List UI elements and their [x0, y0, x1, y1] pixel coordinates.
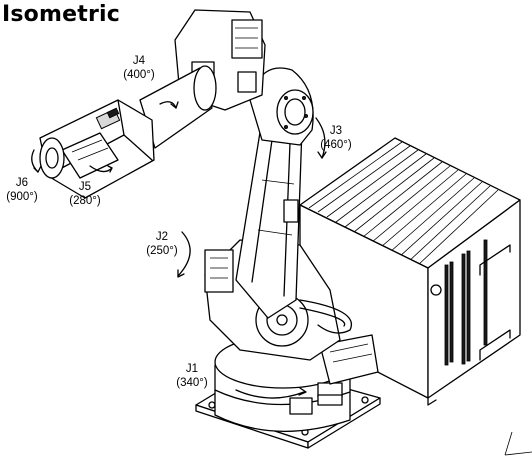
robot-lower-arm: [235, 119, 303, 319]
svg-text:(280°): (280°): [69, 195, 101, 207]
j2-arrowhead: [177, 269, 185, 278]
svg-text:(400°): (400°): [123, 69, 155, 81]
diagram-title: Isometric: [2, 2, 120, 27]
j3-arrowhead: [317, 151, 327, 159]
svg-text:(250°): (250°): [146, 245, 178, 257]
joint-label-j5: J5 (280°): [69, 181, 101, 207]
robot-elbow: [249, 67, 314, 146]
svg-text:J6: J6: [16, 177, 28, 189]
joint-label-j4: J4 (400°): [123, 55, 155, 81]
joint-label-j1: J1 (340°): [176, 363, 208, 389]
j2-rotation-arrow: [177, 231, 191, 277]
svg-text:J2: J2: [156, 231, 168, 243]
joint-label-j2: J2 (250°): [146, 231, 178, 257]
svg-text:J1: J1: [186, 363, 198, 375]
leader-line-2: [504, 451, 532, 456]
svg-text:(900°): (900°): [6, 191, 38, 203]
leader-line: [504, 431, 513, 456]
controller-cabinet: [299, 137, 521, 406]
robot-forearm: [139, 65, 217, 149]
j3-rotation-arrow: [315, 117, 326, 159]
svg-text:(460°): (460°): [320, 139, 352, 151]
robot-wrist: [31, 99, 155, 199]
svg-text:J4: J4: [133, 55, 146, 67]
svg-text:J3: J3: [330, 125, 342, 137]
joint-label-j3: J3 (460°): [320, 125, 352, 151]
svg-text:(340°): (340°): [176, 377, 208, 389]
svg-text:J5: J5: [79, 181, 91, 193]
joint-label-j6: J6 (900°): [6, 177, 38, 203]
